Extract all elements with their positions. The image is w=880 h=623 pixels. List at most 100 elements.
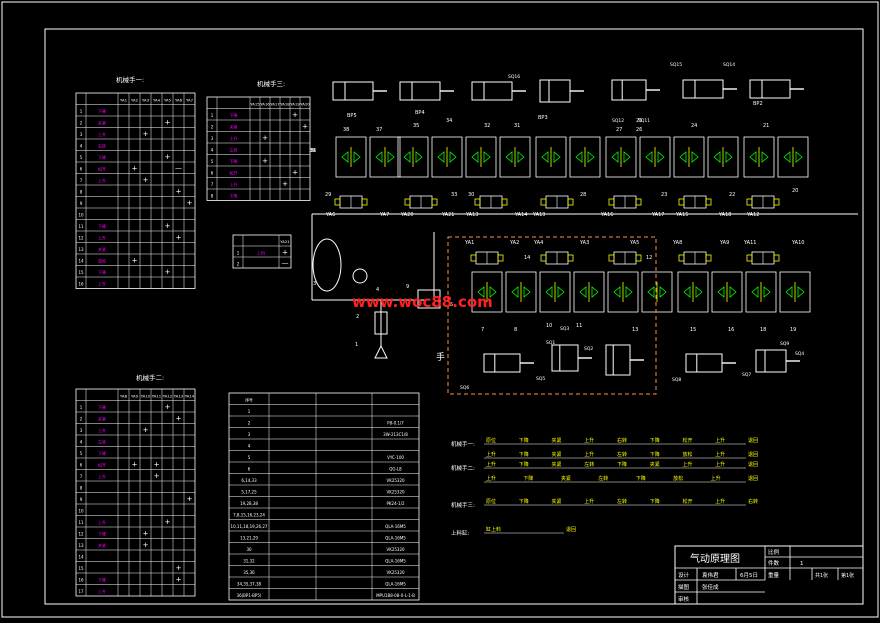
component-number: 20 bbox=[792, 188, 798, 194]
upper-valve-pair-6 bbox=[673, 136, 739, 178]
table-cell: 11 bbox=[78, 224, 84, 229]
table-cell: 放松 bbox=[98, 258, 106, 264]
table-border bbox=[206, 96, 311, 201]
table-cell: QLA-16M5 bbox=[385, 524, 406, 529]
table-cell: 上升 bbox=[98, 131, 106, 137]
table-cell: 12 bbox=[78, 532, 84, 537]
table-cell: 4 bbox=[80, 440, 83, 445]
sensor-label: BP4 bbox=[415, 110, 425, 116]
sequence-label: 机械手一: bbox=[451, 440, 475, 448]
coil-left bbox=[746, 198, 753, 206]
sequence-step: 下降 bbox=[523, 475, 533, 482]
table-cell: 3 bbox=[80, 428, 83, 433]
sequence-step: 下降 bbox=[650, 451, 660, 458]
table-header-cell: YA16 bbox=[260, 101, 270, 106]
lower-valve-pair-4 bbox=[677, 271, 743, 313]
upper-solenoid-3 bbox=[474, 195, 508, 209]
flow-valve bbox=[673, 136, 705, 178]
solenoid-label: YA16 bbox=[600, 212, 613, 218]
table-cell: 右转 bbox=[98, 143, 106, 149]
sequence-step: 左转 bbox=[617, 451, 627, 458]
table-cell: 16 bbox=[78, 282, 84, 287]
watermark: www.woc88.com bbox=[352, 293, 493, 311]
table-cell: 2 bbox=[80, 417, 83, 422]
sequence-step: 退回 bbox=[748, 461, 758, 468]
table-cell: 34,35,37,38 bbox=[237, 582, 262, 587]
component-number: 16 bbox=[728, 327, 734, 333]
coil-right bbox=[773, 198, 780, 206]
sequence-step: 左转 bbox=[598, 475, 608, 482]
sequence-step: 夹紧 bbox=[552, 451, 562, 458]
upper-solenoid-2 bbox=[404, 195, 438, 209]
table-cell: — bbox=[282, 259, 289, 267]
table-cell: 7 bbox=[211, 182, 214, 187]
component-number: 2 bbox=[356, 314, 359, 320]
table-header-cell: YA1 bbox=[120, 97, 128, 102]
sequence-step: 上升 bbox=[711, 475, 721, 482]
switch-label: SQ3 bbox=[560, 326, 569, 332]
solenoid-label: YA20 bbox=[400, 212, 413, 218]
flow-valve bbox=[335, 136, 367, 178]
sequence-step: 夹紧 bbox=[650, 461, 660, 468]
sequence-step: 退回 bbox=[748, 475, 758, 482]
sequence-step: 缸上料 bbox=[486, 526, 501, 533]
coil-right bbox=[431, 198, 438, 206]
flow-valve bbox=[777, 136, 809, 178]
component-number: 33 bbox=[451, 192, 457, 198]
cylinder-body bbox=[755, 349, 787, 373]
switch-label: SQ5 bbox=[536, 376, 545, 382]
solenoid-label: YA8 bbox=[672, 240, 682, 246]
table-cell: 36(BP1-BP5) bbox=[237, 593, 262, 598]
component-number: 25 bbox=[636, 118, 642, 124]
cylinder-body bbox=[332, 81, 374, 101]
component-number: 8 bbox=[514, 327, 517, 333]
table-header-cell: YA15 bbox=[250, 101, 260, 106]
pressure-gauge bbox=[352, 268, 368, 284]
cylinder-body bbox=[749, 79, 791, 99]
table-cell: 1 bbox=[211, 113, 214, 118]
coil-left bbox=[608, 254, 615, 262]
table-cell: + bbox=[143, 530, 149, 538]
table-cell: 夹紧 bbox=[98, 416, 106, 422]
table-cell: 15 bbox=[78, 270, 84, 275]
cylinder-4 bbox=[539, 79, 584, 103]
table-cell: 7,8,15,16,23,24 bbox=[233, 513, 265, 518]
lower-solenoid-2 bbox=[540, 251, 574, 265]
table-cell: + bbox=[176, 188, 182, 196]
check-symbol bbox=[505, 151, 525, 163]
solenoid-label: YA17 bbox=[651, 212, 664, 218]
quantity-label: 件数 bbox=[768, 559, 780, 567]
flow-valve bbox=[605, 136, 637, 178]
pressure-regulator bbox=[417, 289, 441, 309]
component-number: 35 bbox=[413, 123, 419, 129]
coil-left bbox=[404, 198, 411, 206]
designer-name: 袁伟君 bbox=[702, 571, 719, 579]
flow-valve bbox=[607, 271, 639, 313]
coil-left bbox=[608, 198, 615, 206]
table-cell: 夹紧 bbox=[98, 542, 106, 548]
sensor-label: BP2 bbox=[753, 101, 763, 107]
flow-valve bbox=[369, 136, 401, 178]
table-cell: 3W-213C1/8 bbox=[383, 432, 408, 437]
sequence-step: 右转 bbox=[617, 437, 627, 444]
table-cell: 下降 bbox=[230, 193, 238, 199]
component-number: 37 bbox=[376, 127, 382, 133]
sequence-step: 夹紧 bbox=[561, 475, 571, 482]
table-header-cell: YA7 bbox=[186, 97, 194, 102]
sequence-step: 松开 bbox=[683, 498, 693, 505]
table-cell: 下降 bbox=[98, 269, 106, 275]
table-cell: 4 bbox=[248, 444, 251, 449]
flow-valve bbox=[573, 271, 605, 313]
table-cell: 2 bbox=[80, 121, 83, 126]
component-number: 4 bbox=[376, 287, 379, 293]
table-header-cell: YA11 bbox=[152, 393, 162, 398]
sequence-step: 夹紧 bbox=[552, 461, 562, 468]
table-cell: + bbox=[165, 153, 171, 161]
lower-cylinder-5 bbox=[755, 349, 800, 373]
table-cell: + bbox=[143, 176, 149, 184]
table-cell: 10 bbox=[78, 509, 84, 514]
solenoid-label: YA3 bbox=[579, 240, 589, 246]
hand-marker: 手 bbox=[436, 351, 445, 363]
cylinder-body bbox=[682, 79, 724, 99]
